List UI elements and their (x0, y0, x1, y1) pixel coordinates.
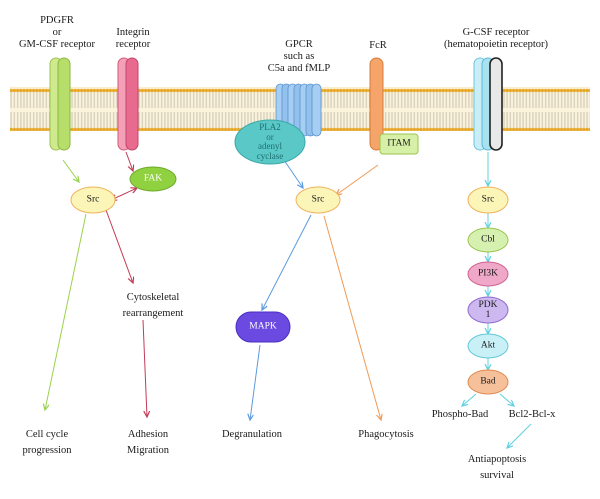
pdk-node (467, 296, 509, 324)
pdgfr-label: PDGFR or GM-CSF receptor (19, 15, 95, 51)
pdgfr-label-line2: or (52, 27, 62, 38)
gpcr-label: GPCR such as C5a and fMLP (268, 39, 330, 75)
cbl-label: Cbl (481, 234, 495, 245)
pdk-label-line1: PDK (478, 300, 498, 310)
pdk-label: PDK 1 (478, 300, 497, 320)
cytoskeletal-label: Cytoskeletal rearrangement (123, 290, 184, 322)
cell-cycle-label-line2: progression (22, 445, 72, 456)
fak-node (129, 166, 177, 192)
mapk-label: MAPK (249, 321, 277, 332)
src-right-node (467, 186, 509, 214)
src-right-label: Src (481, 194, 495, 205)
phagocytosis-label: Phagocytosis (358, 429, 414, 440)
gcsf-label-line1: G-CSF receptor (462, 27, 530, 38)
pla2-label-line3: adenyl (257, 141, 282, 151)
integrin-label: Integrin receptor (116, 27, 150, 51)
pdgfr-receptor (49, 57, 71, 151)
pla2-label-line1: PLA2 (259, 122, 281, 132)
arrows (45, 151, 532, 448)
integrin-label-line1: Integrin (116, 27, 150, 38)
adhesion-label-line2: Migration (127, 445, 169, 456)
mapk-node (235, 311, 291, 343)
antiapoptosis-label-line1: Antiapoptosis (467, 454, 527, 465)
src-left-node (70, 186, 116, 214)
cell-cycle-label: Cell cycle progression (23, 427, 72, 459)
cell-cycle-label-line1: Cell cycle (25, 429, 69, 440)
akt-node (467, 333, 509, 359)
integrin-receptor (117, 57, 139, 151)
fcr-label: FcR (369, 40, 387, 51)
phospho-bad-label: Phospho-Bad (431, 409, 489, 420)
pla2-node (234, 119, 306, 165)
pi3k-label: PI3K (477, 268, 499, 279)
gpcr-label-line3: C5a and fMLP (267, 63, 331, 74)
cytoskeletal-label-line1: Cytoskeletal (126, 292, 180, 303)
fak-label: FAK (143, 173, 163, 184)
itam-node (379, 133, 419, 155)
antiapoptosis-label-line2: survival (480, 470, 514, 481)
bad-label: Bad (480, 376, 496, 387)
antiapoptosis-label: Antiapoptosis survival (468, 452, 526, 484)
gpcr-receptor (275, 83, 322, 137)
pi3k-node (467, 261, 509, 287)
src-mid-label: Src (311, 194, 325, 205)
gcsf-receptor (473, 57, 503, 151)
pdgfr-label-line3: GM-CSF receptor (18, 39, 96, 50)
adhesion-label: Adhesion Migration (127, 427, 169, 459)
gcsf-label-line2: (hematopoietin receptor) (443, 39, 549, 50)
integrin-label-line2: receptor (115, 39, 151, 50)
pdgfr-label-line1: PDGFR (40, 15, 74, 26)
itam-label: ITAM (387, 138, 411, 149)
gpcr-label-line2: such as (283, 51, 315, 62)
pla2-label-line4: cyclase (256, 150, 284, 161)
adhesion-label-line1: Adhesion (127, 429, 169, 440)
akt-label: Akt (480, 340, 496, 351)
pdk-label-line2: 1 (485, 310, 491, 320)
gcsf-label: G-CSF receptor (hematopoietin receptor) (444, 27, 548, 51)
src-mid-node (295, 186, 341, 214)
cbl-node (467, 227, 509, 253)
bcl2-label: Bcl2-Bcl-x (508, 409, 556, 420)
degranulation-label: Degranulation (221, 429, 283, 440)
pla2-label: PLA2 or adenyl cyclase (256, 122, 284, 161)
gpcr-label-line1: GPCR (285, 39, 313, 50)
pla2-label-line2: or (266, 131, 274, 142)
cytoskeletal-label-line2: rearrangement (122, 308, 184, 319)
bad-node (467, 369, 509, 395)
src-left-label: Src (86, 194, 100, 205)
fcr-receptor (369, 57, 384, 151)
